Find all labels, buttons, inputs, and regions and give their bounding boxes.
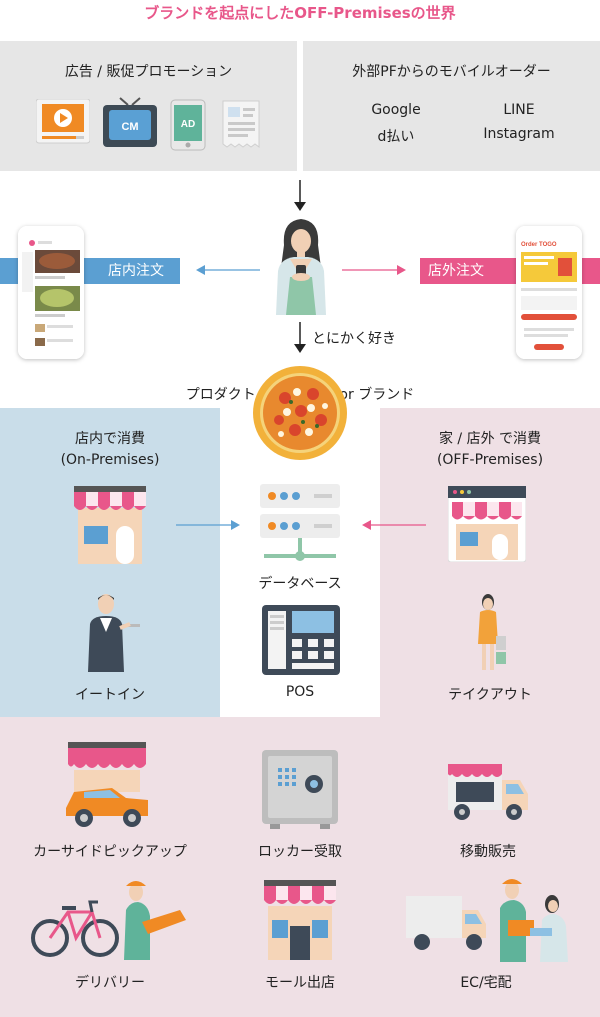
off-premises-line2: (OFF-Premises) xyxy=(436,452,544,468)
on-premises-line2: (On-Premises) xyxy=(60,452,160,468)
promo-heading: 広告 / 販促プロモーション xyxy=(64,64,233,80)
platform-line: LINE xyxy=(503,102,535,118)
arrow-left-icon xyxy=(196,264,260,276)
on-premises-line1: 店内で消費 xyxy=(75,431,145,447)
takeout-label: テイクアウト xyxy=(448,687,532,703)
database-label: データベース xyxy=(258,576,342,592)
ad-text: AD xyxy=(181,119,195,130)
cm-text: CM xyxy=(121,121,138,133)
arrow-to-database-right-icon xyxy=(362,519,426,531)
eat-in-label: イートイン xyxy=(75,687,145,703)
arrow-down-icon-2 xyxy=(293,322,307,354)
locker-safe-icon xyxy=(262,750,338,830)
database-server-icon xyxy=(260,482,340,566)
pos-label: POS xyxy=(285,684,315,700)
app-logo-text: Order TOGO xyxy=(521,242,557,248)
love-label: とにかく好き xyxy=(312,331,396,347)
page-title: ブランドを起点にしたOFF-Premisesの世界 xyxy=(144,4,456,22)
instore-app-screenshot xyxy=(18,226,84,359)
food-truck-icon xyxy=(446,760,530,822)
delivery-bicycle-icon xyxy=(30,876,188,960)
instore-order-label: 店内注文 xyxy=(108,263,164,279)
off-premises-line1: 家 / 店外 で消費 xyxy=(438,431,542,447)
pos-terminal-icon xyxy=(262,605,340,675)
arrow-right-icon xyxy=(342,264,406,276)
locker-label: ロッカー受取 xyxy=(258,844,342,860)
outstore-order-label: 店外注文 xyxy=(428,263,484,279)
platform-d-barai: d払い xyxy=(377,129,415,145)
curbside-pickup-icon xyxy=(62,742,152,832)
outstore-app-screenshot: Order TOGO xyxy=(516,226,582,359)
waiter-icon xyxy=(80,592,140,672)
promo-box: 広告 / 販促プロモーション CM AD xyxy=(0,41,297,171)
video-ad-icon xyxy=(36,99,90,149)
tv-cm-icon: CM xyxy=(102,96,158,151)
platform-google: Google xyxy=(371,102,421,118)
platform-box: 外部PFからのモバイルオーダー Google LINE d払い Instagra… xyxy=(303,41,600,171)
mall-store-label: モール出店 xyxy=(265,975,335,991)
pizza-icon xyxy=(251,364,349,462)
arrow-down-icon xyxy=(293,180,307,212)
mobile-ad-icon: AD xyxy=(170,99,206,151)
arrow-to-database-left-icon xyxy=(176,519,240,531)
curbside-pickup-label: カーサイドピックアップ xyxy=(33,844,187,860)
takeout-woman-icon xyxy=(470,592,510,674)
ec-delivery-label: EC/宅配 xyxy=(460,975,512,991)
flyer-icon xyxy=(221,99,261,151)
customer-with-phone-icon xyxy=(270,215,332,315)
ec-home-delivery-icon xyxy=(402,876,572,962)
store-icon xyxy=(72,486,148,566)
online-store-icon xyxy=(448,486,526,562)
platform-instagram: Instagram xyxy=(483,126,555,142)
mall-store-icon xyxy=(262,880,338,960)
platform-heading: 外部PFからのモバイルオーダー xyxy=(352,64,551,80)
delivery-label: デリバリー xyxy=(75,975,145,991)
mobile-sales-label: 移動販売 xyxy=(460,844,516,860)
